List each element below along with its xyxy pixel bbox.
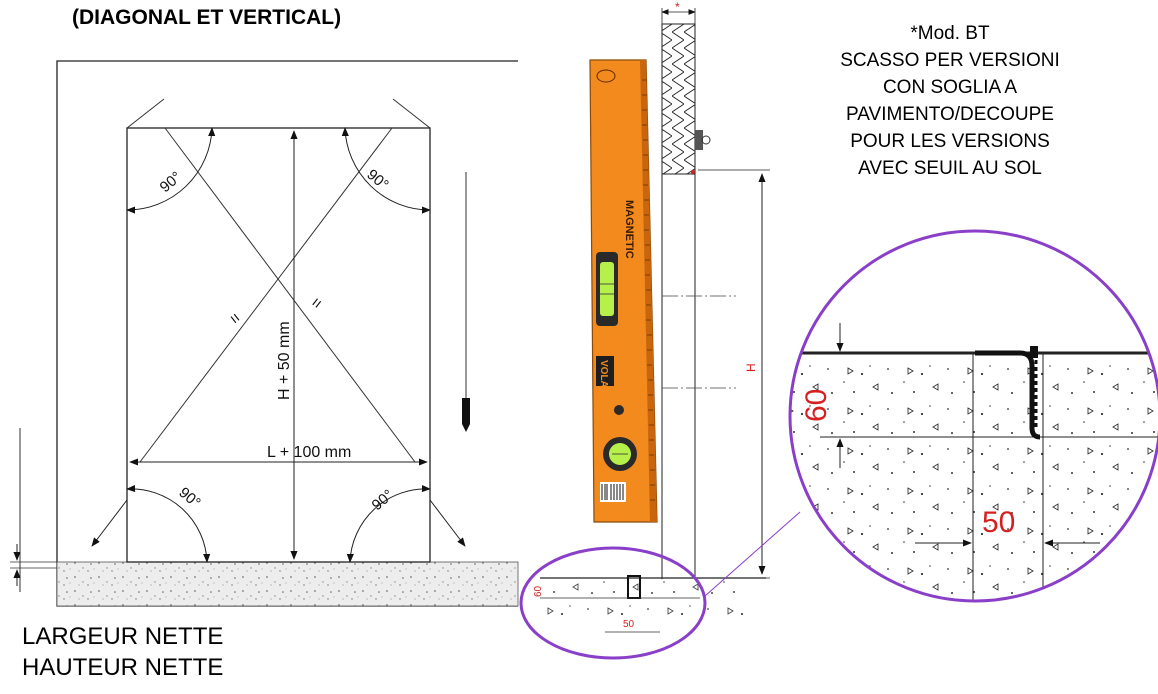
spirit-level: MAGNETIC VOLA — [589, 59, 658, 523]
detail-callout-small — [519, 546, 707, 660]
mod-bt-note: *Mod. BT SCASSO PER VERSIONI CON SOGLIA … — [800, 20, 1100, 182]
small-60-label: 60 — [533, 585, 544, 597]
note-line: AVEC SEUIL AU SOL — [858, 158, 1042, 179]
note-line: PAVIMENTO/DECOUPE — [846, 104, 1054, 125]
floor-slab — [56, 561, 519, 607]
detail-50-label: 50 — [982, 506, 1015, 539]
width-dimension-label: L + 100 mm — [267, 444, 351, 461]
angle-arc-top-left — [126, 127, 216, 214]
height-dimension-label: H + 50 mm — [276, 321, 293, 400]
small-50-label: 50 — [623, 619, 635, 630]
angle-arc-bottom-left — [126, 484, 211, 563]
detail-callout-large — [788, 229, 1158, 603]
star-mark: * — [675, 0, 680, 14]
level-brand: MAGNETIC — [623, 200, 635, 259]
section-view: * H 60 50 — [519, 0, 801, 660]
detail-connector — [704, 511, 801, 597]
note-line: SCASSO PER VERSIONI — [840, 50, 1060, 71]
label-hauteur-nette: HAUTEUR NETTE — [22, 654, 224, 681]
note-line: *Mod. BT — [910, 23, 990, 44]
note-line: POUR LES VERSIONS — [850, 131, 1050, 152]
h-dimension-label: H — [744, 363, 758, 372]
title: (DIAGONAL ET VERTICAL) — [72, 6, 342, 29]
detail-60-label: 60 — [800, 389, 833, 422]
angle-arc-top-right — [341, 127, 431, 214]
frame-diagram: L + 100 mm H + 50 mm 90° 90° 90° 90° = = — [10, 60, 519, 607]
label-largeur-nette: LARGEUR NETTE — [22, 623, 224, 650]
wall-panel — [661, 23, 696, 175]
plumb-bob — [462, 398, 470, 432]
note-line: CON SOGLIA A — [882, 77, 1018, 98]
detail-view: 60 50 — [788, 229, 1158, 603]
angle-arc-bottom-right — [346, 484, 431, 563]
level-maker: VOLA — [598, 360, 609, 388]
